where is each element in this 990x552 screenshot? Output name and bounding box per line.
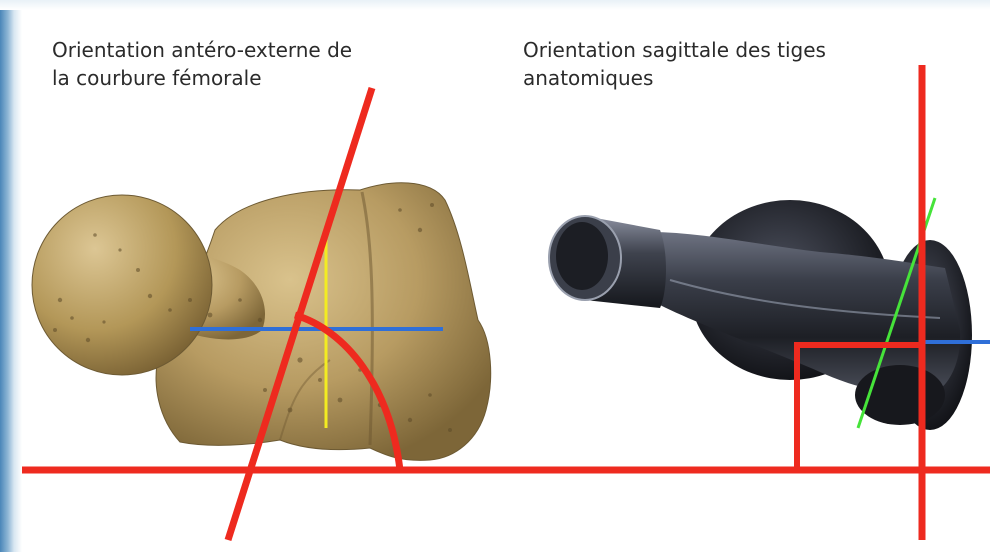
femoral-stem-implant (549, 200, 972, 430)
femur-bone-model (32, 183, 491, 461)
stem-neck-cap-face (556, 222, 608, 290)
femur-head (32, 195, 212, 375)
